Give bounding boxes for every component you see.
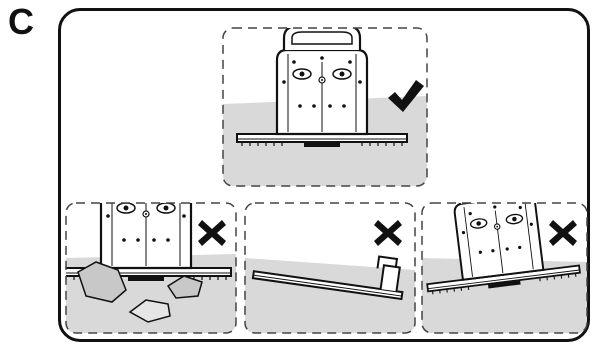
section-letter: C [8, 1, 34, 42]
check-icon [388, 80, 424, 112]
panel-ramp-tilt [244, 202, 416, 334]
panel-correct [222, 27, 428, 187]
panel-rocks [65, 202, 237, 334]
cross-icon [549, 220, 577, 246]
cross-icon [374, 220, 402, 246]
panel-uneven-ground [421, 202, 588, 334]
cross-icon [198, 220, 226, 246]
figure-frame [58, 8, 590, 342]
